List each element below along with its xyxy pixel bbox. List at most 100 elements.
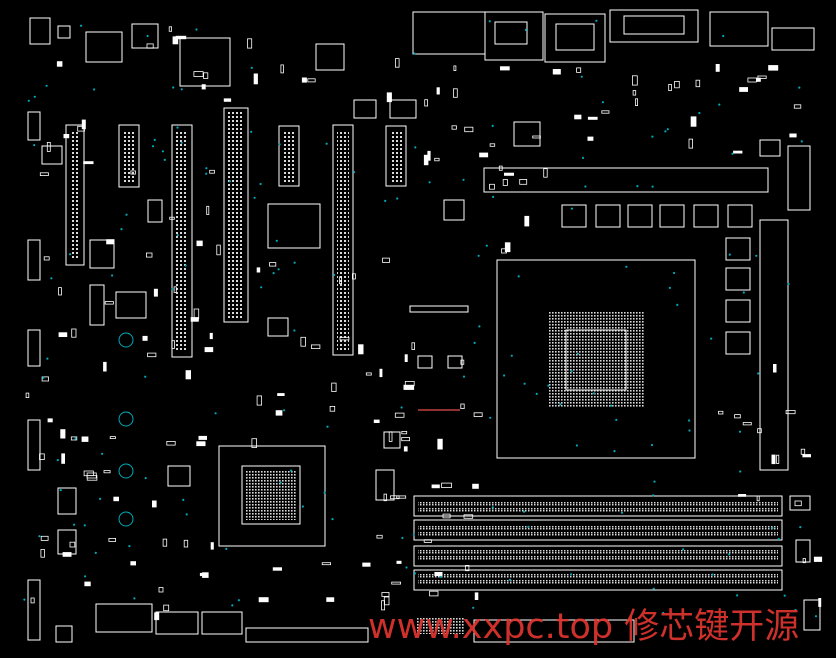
smd-footprint	[394, 58, 400, 68]
via	[128, 545, 131, 548]
smd-footprint	[63, 133, 70, 139]
via	[676, 303, 679, 306]
smd-footprint	[162, 538, 168, 547]
via	[428, 181, 431, 184]
smd-footprint	[756, 495, 760, 502]
smd-footprint	[524, 215, 530, 227]
smd-footprint	[251, 438, 257, 448]
via	[205, 167, 208, 170]
via	[325, 142, 328, 145]
via	[279, 481, 282, 484]
via	[205, 172, 208, 175]
smd-footprint	[386, 92, 392, 103]
via	[414, 146, 417, 149]
smd-footprint	[388, 431, 393, 442]
smd-footprint	[41, 376, 49, 382]
via	[250, 66, 253, 69]
via	[59, 489, 62, 492]
via	[508, 578, 512, 581]
smd-footprint	[423, 154, 429, 166]
via	[523, 382, 526, 385]
via	[439, 575, 442, 578]
smd-footprint	[203, 72, 209, 79]
via	[473, 341, 476, 344]
smd-footprint	[69, 541, 76, 548]
via	[412, 533, 415, 536]
dimm-slot	[413, 495, 783, 517]
via	[79, 24, 83, 27]
via	[94, 551, 97, 555]
via	[547, 384, 550, 387]
smd-footprint	[800, 448, 806, 455]
smd-footprint	[391, 581, 402, 585]
smd-footprint	[258, 597, 269, 603]
via	[662, 611, 665, 615]
via	[488, 20, 491, 23]
via	[405, 566, 408, 569]
via	[814, 615, 818, 618]
smd-footprint	[147, 352, 157, 358]
smd-footprint	[247, 38, 253, 49]
via	[652, 494, 655, 497]
pcie-slot	[332, 124, 354, 356]
smd-footprint	[382, 257, 390, 263]
chip	[89, 239, 115, 269]
smd-footprint	[103, 470, 111, 474]
smd-footprint	[771, 454, 776, 465]
via	[214, 412, 217, 415]
smd-footprint	[742, 422, 752, 426]
smd-footprint	[173, 286, 177, 293]
smd-footprint	[146, 43, 154, 49]
via	[739, 470, 742, 473]
smd-footprint	[390, 495, 400, 500]
smd-footprint	[403, 446, 408, 452]
via	[652, 587, 655, 590]
via	[228, 180, 232, 183]
smd-footprint	[56, 61, 63, 67]
smd-footprint	[153, 288, 158, 297]
smd-footprint	[451, 125, 457, 130]
chipset	[218, 445, 326, 547]
smd-footprint	[437, 438, 443, 450]
smd-footprint	[756, 77, 761, 82]
via	[180, 141, 183, 144]
via	[615, 418, 618, 421]
via	[653, 480, 656, 483]
smd-footprint	[154, 612, 160, 621]
smd-footprint	[216, 244, 221, 256]
via	[144, 477, 147, 480]
smd-footprint	[802, 454, 811, 458]
smd-footprint	[40, 535, 49, 541]
via	[698, 111, 701, 115]
smd-footprint	[310, 344, 321, 349]
via	[527, 525, 530, 529]
via	[625, 265, 628, 268]
via	[277, 268, 280, 271]
via	[492, 195, 495, 198]
via	[73, 523, 76, 526]
smd-footprint	[587, 136, 594, 141]
smd-footprint	[431, 484, 440, 489]
via	[74, 437, 77, 440]
smd-footprint	[86, 475, 98, 481]
smd-footprint	[269, 262, 277, 267]
smd-footprint	[130, 170, 136, 175]
smd-footprint	[321, 562, 332, 566]
smd-footprint	[43, 256, 50, 261]
via	[172, 86, 175, 89]
mounting-hole	[118, 463, 134, 479]
via	[146, 34, 149, 38]
via	[666, 128, 669, 131]
via	[33, 144, 36, 147]
via	[718, 103, 721, 106]
smd-footprint	[58, 287, 62, 296]
cpu-socket	[496, 259, 696, 459]
smd-footprint	[519, 178, 528, 185]
via	[592, 392, 596, 395]
smd-footprint	[434, 572, 443, 577]
via	[396, 197, 399, 200]
via	[478, 325, 481, 328]
smd-footprint	[465, 565, 470, 572]
via	[33, 95, 36, 98]
via	[111, 274, 114, 277]
